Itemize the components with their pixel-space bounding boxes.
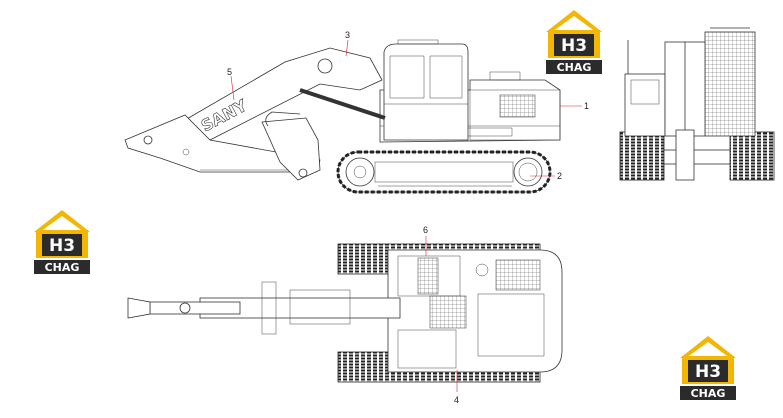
track-assembly	[336, 150, 552, 194]
logo-subtitle-text: CHAG	[557, 61, 592, 74]
svg-text:6: 6	[423, 225, 428, 235]
rear-view	[619, 27, 775, 181]
logo-mark-text: H3	[695, 362, 721, 382]
logo-top-center: H3 CHAG	[546, 10, 602, 74]
callout-6: 6	[423, 225, 428, 256]
svg-text:2: 2	[557, 171, 562, 181]
logo-subtitle-text: CHAG	[691, 387, 726, 400]
callout-1: 1	[560, 101, 589, 111]
logo-left: H3 CHAG	[34, 210, 90, 274]
svg-text:3: 3	[345, 30, 350, 40]
svg-text:1: 1	[584, 101, 589, 111]
logo-subtitle-text: CHAG	[45, 261, 80, 274]
callout-5: 5	[227, 67, 235, 101]
top-view	[127, 243, 563, 383]
callout-3: 3	[345, 30, 350, 57]
operator-cab	[383, 39, 469, 141]
logo-mark-text: H3	[49, 236, 75, 256]
logo-mark-text: H3	[561, 36, 587, 56]
logo-bottom-right: H3 CHAG	[680, 336, 736, 400]
callout-2: 2	[530, 171, 562, 181]
bucket	[261, 111, 321, 181]
svg-text:5: 5	[227, 67, 232, 77]
svg-text:4: 4	[454, 395, 459, 405]
callout-4: 4	[454, 370, 459, 405]
side-view: SANY	[124, 39, 561, 194]
